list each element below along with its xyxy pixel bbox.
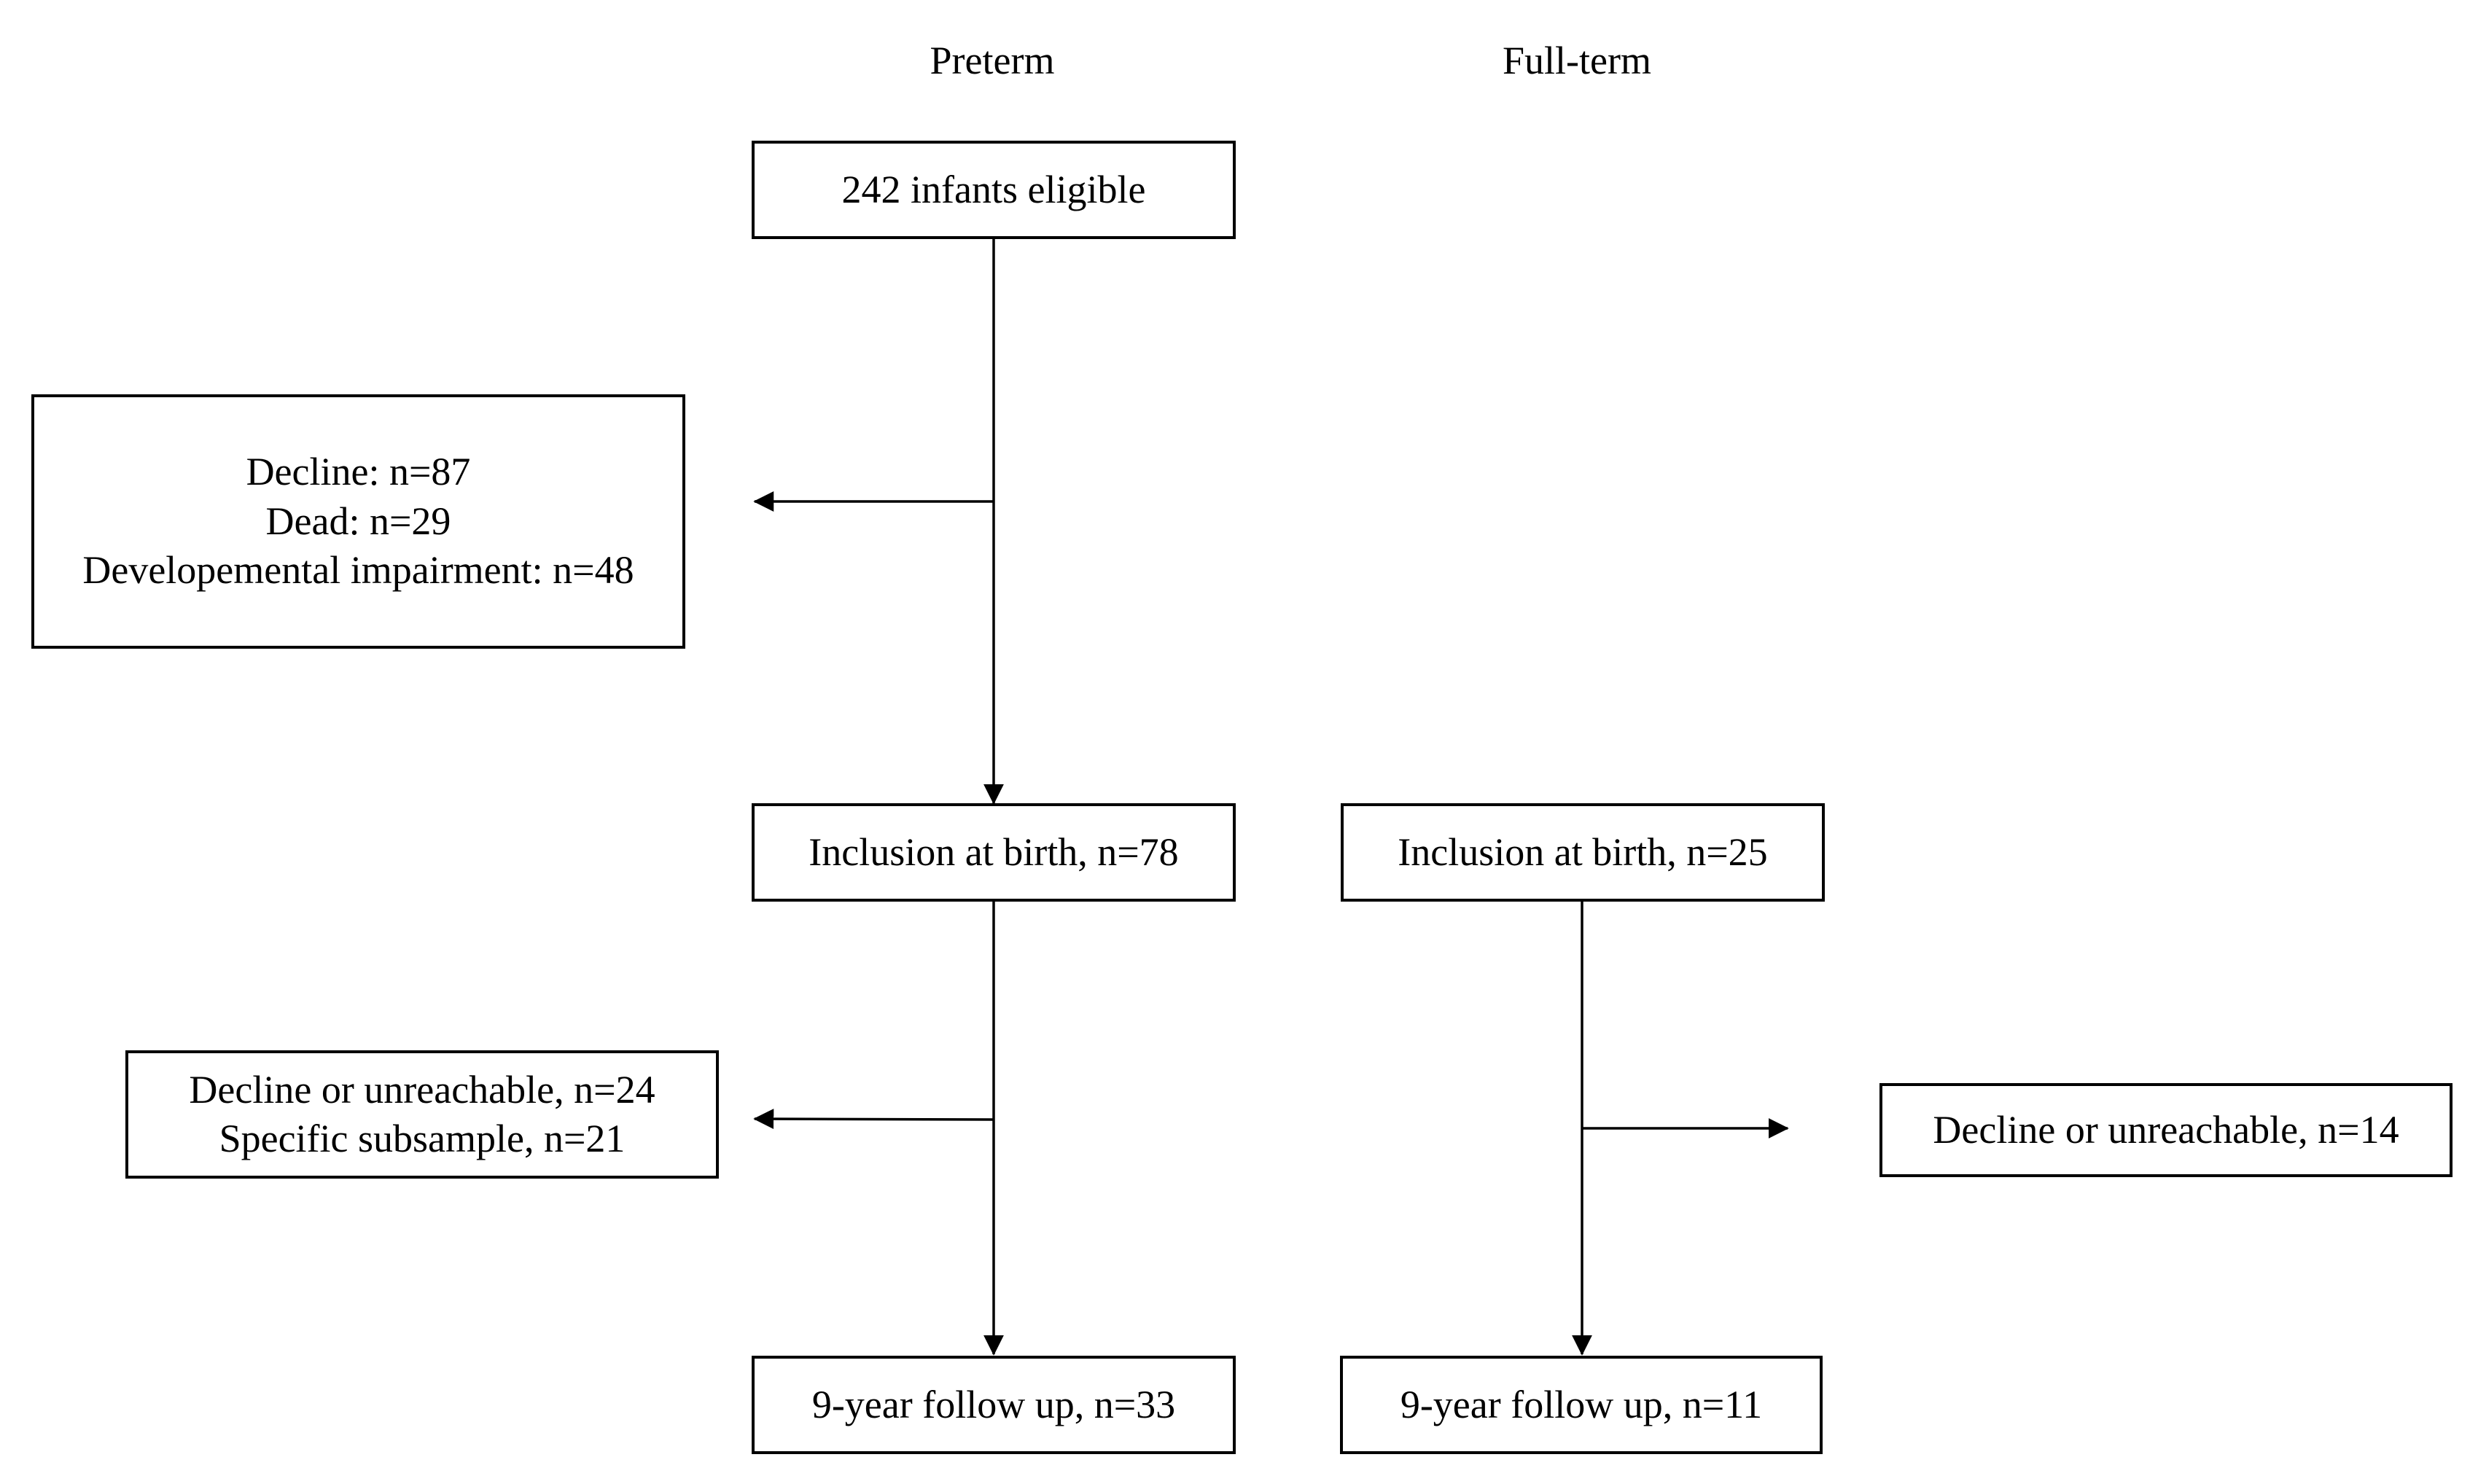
lost-fullterm-label: Decline or unreachable, n=14 [1933,1107,2399,1152]
box-eligible: 242 infants eligible [752,141,1236,239]
box-followup-preterm: 9-year follow up, n=33 [752,1356,1236,1454]
box-excluded-preterm: Decline: n=87 Dead: n=29 Developemental … [31,394,685,649]
excluded-decline: Decline: n=87 [246,450,471,494]
inclusion-preterm-label: Inclusion at birth, n=78 [809,829,1179,874]
box-inclusion-preterm: Inclusion at birth, n=78 [752,803,1236,902]
box-followup-fullterm: 9-year follow up, n=11 [1340,1356,1823,1454]
excluded-impairment: Developemental impairment: n=48 [82,548,634,593]
excluded-dead: Dead: n=29 [265,499,451,543]
followup-fullterm-label: 9-year follow up, n=11 [1400,1382,1763,1426]
lost-preterm-subsample: Specific subsample, n=21 [219,1117,626,1160]
header-preterm: Preterm [930,39,1055,82]
eligible-label: 242 infants eligible [841,167,1146,211]
box-lost-preterm: Decline or unreachable, n=24 Specific su… [125,1050,719,1179]
lost-preterm-decline: Decline or unreachable, n=24 [189,1067,655,1112]
followup-preterm-label: 9-year follow up, n=33 [811,1382,1176,1426]
connector-to-lost-preterm [753,1109,994,1130]
inclusion-fullterm-label: Inclusion at birth, n=25 [1398,829,1768,874]
box-lost-fullterm: Decline or unreachable, n=14 [1879,1083,2453,1177]
header-fullterm: Full-term [1503,39,1651,82]
box-inclusion-fullterm: Inclusion at birth, n=25 [1341,803,1825,902]
